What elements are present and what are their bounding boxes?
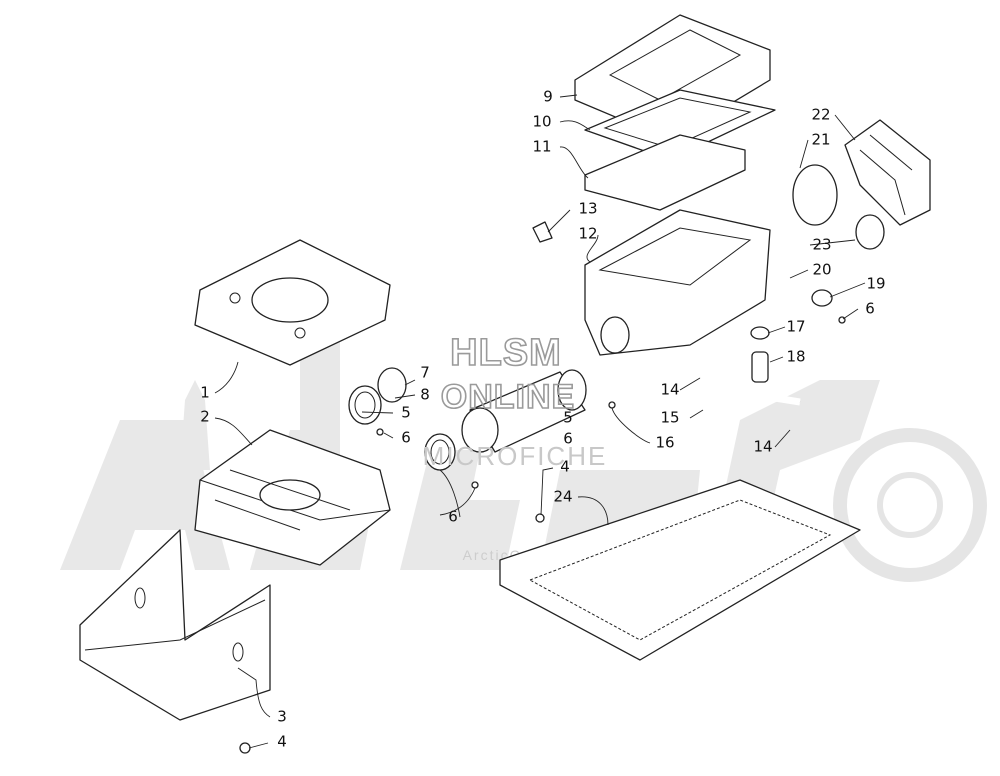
screw-icon-group <box>239 316 846 754</box>
callout-4-bottom: 4 <box>277 733 287 751</box>
callout-8: 8 <box>420 386 430 404</box>
watermark-line-2: ONLINE <box>441 378 575 416</box>
part-13-bracket <box>532 221 553 243</box>
callout-22: 22 <box>811 106 830 124</box>
part-23-clamp <box>855 214 885 250</box>
callout-7: 7 <box>420 364 430 382</box>
callout-24: 24 <box>553 488 572 506</box>
callout-17: 17 <box>786 318 805 336</box>
callout-5-left: 5 <box>401 404 411 422</box>
center-watermark: HLSM ONLINE MICROFICHE <box>423 331 608 471</box>
watermark-line-3: MICROFICHE <box>423 441 608 471</box>
part-2-airbox-base <box>194 429 391 566</box>
callout-23: 23 <box>812 236 831 254</box>
callout-15: 15 <box>660 409 679 427</box>
part-24-floor-pan <box>499 479 861 661</box>
watermark-line-1: HLSM <box>450 332 562 374</box>
callout-6-right: 6 <box>865 300 875 318</box>
part-16-intake-tube <box>461 369 587 453</box>
callout-3: 3 <box>277 708 287 726</box>
callout-14-lower: 14 <box>753 438 772 456</box>
callout-5-right: 5 <box>563 409 573 427</box>
leader-lines <box>214 94 866 749</box>
callout-18: 18 <box>786 348 805 366</box>
part-22-intake-duct <box>844 119 931 226</box>
callout-6-lower: 6 <box>448 508 458 526</box>
callout-6-center: 6 <box>563 430 573 448</box>
callout-9: 9 <box>543 88 553 106</box>
part-11-filter <box>584 134 746 211</box>
callout-14-upper: 14 <box>660 381 679 399</box>
callout-20: 20 <box>812 261 831 279</box>
part-21-clamp-ring <box>792 164 838 226</box>
callout-16: 16 <box>655 434 674 452</box>
callout-19: 19 <box>866 275 885 293</box>
part-10-filter-frame <box>584 89 776 161</box>
callout-4-middle: 4 <box>560 458 570 476</box>
part-3-heat-shield <box>79 529 271 721</box>
callout-6-left: 6 <box>401 429 411 447</box>
part-1-cover-plate <box>194 239 391 366</box>
callout-1: 1 <box>200 384 210 402</box>
callout-11: 11 <box>532 138 551 156</box>
part-18-drain-cap <box>751 351 769 383</box>
part-12-airbox-housing <box>584 209 771 356</box>
callout-12: 12 <box>578 225 597 243</box>
wheel-icon <box>833 428 987 582</box>
part-17-grommet <box>750 326 770 340</box>
part-5-clamp-left <box>348 385 382 425</box>
callout-13: 13 <box>578 200 597 218</box>
callout-21: 21 <box>811 131 830 149</box>
callout-10: 10 <box>532 113 551 131</box>
part-15-drain-hose <box>696 377 801 424</box>
part-5-clamp-lower <box>424 433 456 471</box>
callout-labels: 1 2 3 4 4 4 5 5 6 6 6 6 7 8 9 10 11 12 1… <box>200 88 885 751</box>
part-19-fitting <box>811 289 833 307</box>
callout-2: 2 <box>200 408 210 426</box>
